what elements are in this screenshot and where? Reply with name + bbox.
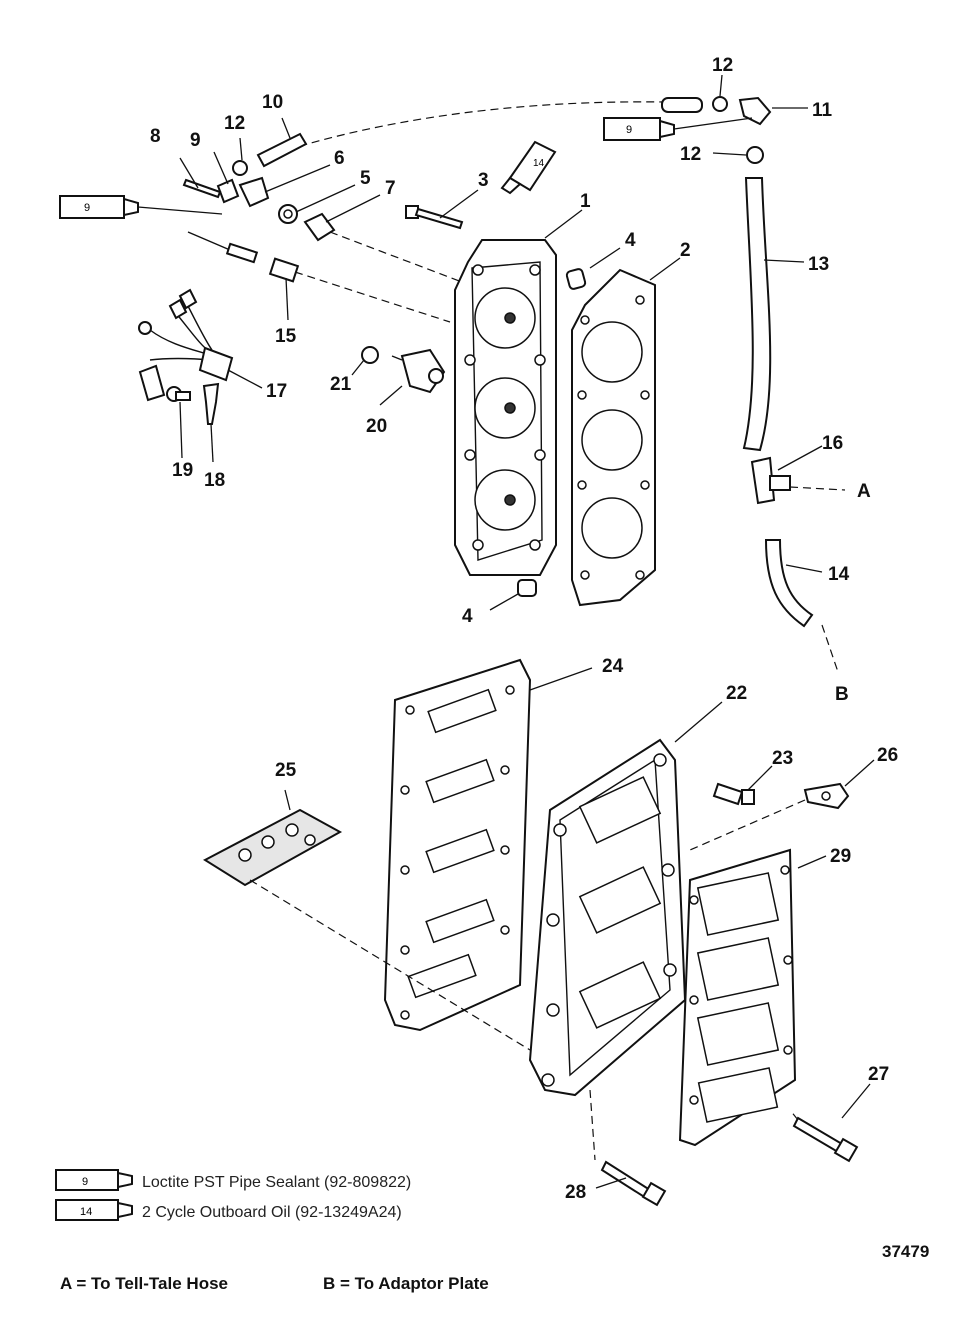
callout-16: 16	[822, 433, 843, 454]
leader-lines	[179, 74, 875, 1189]
callout-6: 6	[334, 148, 345, 169]
callout-12-left: 12	[224, 113, 245, 134]
head-gasket	[571, 268, 656, 607]
hose-10	[256, 132, 308, 168]
bolt-27	[792, 1116, 859, 1163]
bolt-23	[712, 782, 755, 806]
dowel-pin-lower	[517, 579, 537, 597]
callout-22: 22	[726, 683, 747, 704]
callout-12-top: 12	[712, 55, 733, 76]
callout-12-middle: 12	[680, 144, 701, 165]
bolt-28-line	[589, 1089, 596, 1161]
callout-29: 29	[830, 846, 851, 867]
callout-7: 7	[385, 178, 396, 199]
sealant-tube-icon-right: 9	[603, 117, 753, 141]
callout-3: 3	[478, 170, 489, 191]
callout-8: 8	[150, 126, 161, 147]
legend-tube-number-oil: 14	[80, 1206, 92, 1218]
hose-upper-right	[661, 97, 703, 113]
hose-13	[742, 177, 772, 452]
sealant-tube-number-right: 9	[626, 124, 632, 136]
callout-2: 2	[680, 240, 691, 261]
callout-28: 28	[565, 1182, 586, 1203]
exhaust-gasket-24	[383, 658, 532, 1032]
dowel-pin-upper	[565, 268, 587, 290]
callout-18: 18	[204, 470, 225, 491]
temperature-sensor	[187, 231, 300, 283]
figure-number: 37479	[882, 1242, 929, 1261]
water-hose-route	[261, 101, 666, 159]
callout-27: 27	[868, 1064, 889, 1085]
callout-14: 14	[828, 564, 850, 585]
sealant-tube-icon-left: 9	[59, 195, 223, 219]
legend-tube-number-sealant: 9	[82, 1176, 88, 1188]
bolt-28	[600, 1160, 667, 1207]
callout-23: 23	[772, 748, 793, 769]
exhaust-gasket-29	[678, 848, 797, 1147]
legend-text-oil: 2 Cycle Outboard Oil (92-13249A24)	[142, 1204, 402, 1221]
callout-5: 5	[360, 168, 371, 189]
hose-14	[764, 539, 814, 628]
callout-13: 13	[808, 254, 829, 275]
thermostat-grommet	[278, 204, 298, 224]
point-label-a: A	[857, 481, 871, 502]
hose-clamp-left	[232, 160, 248, 176]
callout-4-lower: 4	[462, 606, 473, 627]
fitting-alignment-line	[329, 231, 463, 283]
screw-8	[182, 178, 222, 199]
legend-row-oil: 14 2 Cycle Outboard Oil (92-13249A24)	[55, 1199, 402, 1221]
callout-25: 25	[275, 760, 297, 781]
tell-tale-line	[789, 486, 846, 491]
bolt-27-line	[789, 1109, 799, 1121]
point-label-b: B	[835, 684, 849, 705]
wire-harness	[138, 288, 234, 402]
cylinder-head	[454, 239, 557, 576]
callout-26: 26	[877, 745, 898, 766]
exhaust-cover-22	[528, 738, 687, 1097]
hose-clamp-top	[712, 96, 728, 112]
legend-text-sealant: Loctite PST Pipe Sealant (92-809822)	[142, 1174, 411, 1191]
callout-4-upper: 4	[625, 230, 636, 251]
sensor-alignment-line	[294, 271, 451, 323]
callout-24: 24	[602, 656, 624, 677]
callout-9: 9	[190, 130, 201, 151]
legend: 9 Loctite PST Pipe Sealant (92-809822) 1…	[55, 1169, 411, 1221]
callout-1: 1	[580, 191, 591, 212]
sealant-tube-number-left: 9	[84, 202, 90, 214]
switch-nut	[361, 346, 379, 364]
overheat-switch	[391, 348, 446, 394]
footer-note-a: A = To Tell-Tale Hose	[60, 1274, 228, 1293]
oil-tube-icon: 14	[500, 140, 557, 195]
terminal-18	[202, 382, 220, 425]
thermostat	[303, 212, 336, 242]
tee-fitting	[750, 456, 791, 505]
callout-labels: 1 2 3 4 4 5 6 7 8 9 10 11 12 12 12 13 14…	[150, 55, 898, 1203]
footer-note-b: B = To Adaptor Plate	[323, 1274, 489, 1293]
adaptor-line	[821, 624, 839, 673]
screw-19	[166, 386, 191, 402]
callout-20: 20	[366, 416, 387, 437]
callout-15: 15	[275, 326, 297, 347]
thermostat-housing	[238, 176, 270, 208]
callout-19: 19	[172, 460, 193, 481]
hose-clamp-middle	[746, 146, 764, 164]
legend-row-sealant: 9 Loctite PST Pipe Sealant (92-809822)	[55, 1169, 411, 1191]
gasket-kit-25	[202, 808, 343, 887]
bracket-26	[803, 782, 850, 810]
callout-21: 21	[330, 374, 352, 395]
callout-10: 10	[262, 92, 283, 113]
oil-tube-number: 14	[533, 158, 545, 169]
bracket-line	[689, 799, 806, 851]
head-bolt	[405, 205, 464, 230]
callout-17: 17	[266, 381, 287, 402]
gasket-kit-line	[249, 879, 531, 1051]
elbow-fitting-11	[738, 96, 772, 126]
callout-11: 11	[812, 100, 833, 121]
